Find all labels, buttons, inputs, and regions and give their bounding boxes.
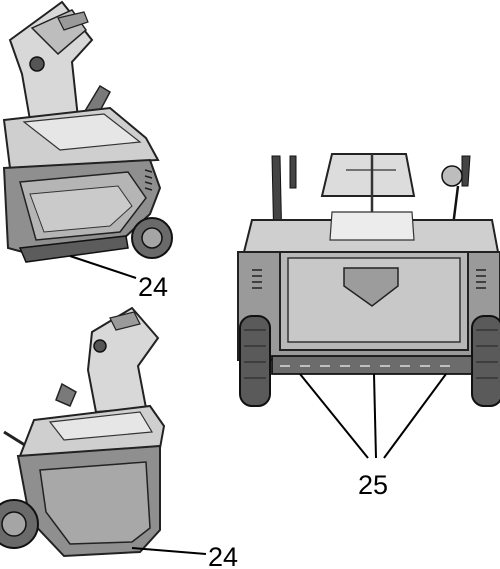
discharge-chute	[86, 306, 160, 414]
leader-line	[131, 547, 207, 555]
leader-line	[69, 255, 137, 279]
callout-label: 25	[358, 470, 388, 500]
chute-knob	[441, 165, 463, 187]
callout-label: 24	[138, 272, 168, 302]
callout-label: 24	[208, 542, 238, 569]
scraper-bar	[271, 355, 473, 375]
leader-line	[299, 373, 369, 459]
handle-grip	[55, 382, 77, 407]
leader-line	[383, 373, 447, 459]
discharge-chute	[320, 153, 416, 197]
auger-plate	[343, 267, 399, 307]
front-snow-thrower-view: 25	[237, 153, 500, 500]
leader-line	[373, 373, 377, 459]
top-left-snow-thrower-view: 24	[2, 0, 173, 302]
bottom-left-snow-thrower-view: 24	[0, 306, 238, 569]
left-wheel	[239, 315, 271, 407]
chute-knob	[29, 56, 45, 72]
chute-knob	[93, 339, 107, 353]
